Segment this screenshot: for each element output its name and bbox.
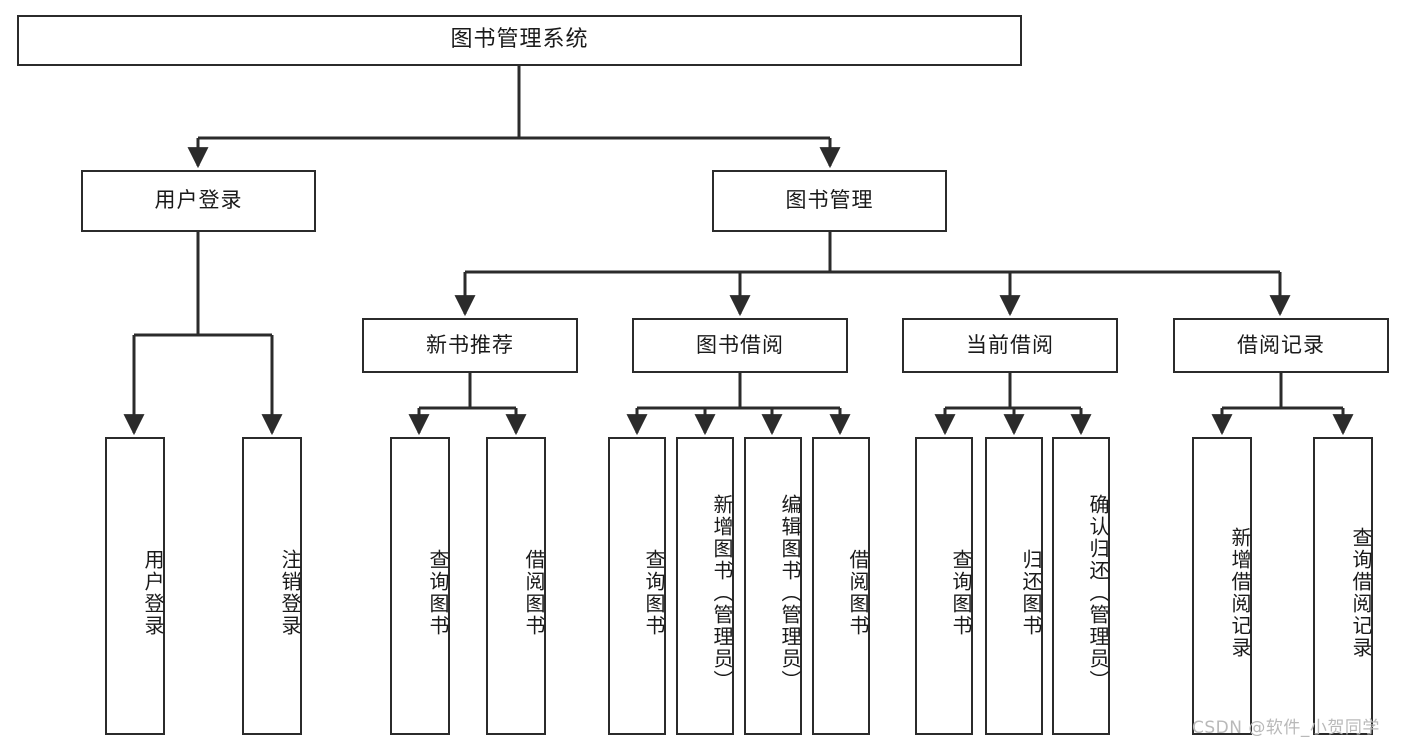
node-current-borrowing-label: 当前借阅 bbox=[966, 332, 1054, 357]
leaf-return-book-label: 归还图书 bbox=[1019, 549, 1043, 637]
leaf-rec-query-book-label: 查询图书 bbox=[426, 549, 450, 637]
leaf-add-borrow-record[interactable]: 新增借阅记录 bbox=[1192, 437, 1252, 735]
leaf-rec-borrow-book[interactable]: 借阅图书 bbox=[486, 437, 546, 735]
leaf-query-borrow-record-label: 查询借阅记录 bbox=[1349, 527, 1373, 659]
leaf-borrow-query-book-label: 查询图书 bbox=[642, 549, 666, 637]
node-book-borrowing-label: 图书借阅 bbox=[696, 332, 784, 357]
leaf-current-query-book[interactable]: 查询图书 bbox=[915, 437, 973, 735]
leaf-add-borrow-record-label: 新增借阅记录 bbox=[1228, 527, 1252, 659]
leaf-return-book[interactable]: 归还图书 bbox=[985, 437, 1043, 735]
node-book-management[interactable]: 图书管理 bbox=[712, 170, 947, 232]
leaf-borrow-book[interactable]: 借阅图书 bbox=[812, 437, 870, 735]
watermark-text: CSDN @软件_小贺同学 bbox=[1192, 718, 1380, 738]
leaf-logout-label: 注销登录 bbox=[278, 549, 302, 637]
node-borrow-records[interactable]: 借阅记录 bbox=[1173, 318, 1389, 373]
leaf-borrow-book-label: 借阅图书 bbox=[846, 549, 870, 637]
node-new-book-recommendation-label: 新书推荐 bbox=[426, 332, 514, 357]
node-root-label: 图书管理系统 bbox=[450, 27, 589, 53]
leaf-rec-borrow-book-label: 借阅图书 bbox=[522, 549, 546, 637]
leaf-confirm-return-admin-label: 确认归还（管理员） bbox=[1086, 494, 1110, 692]
leaf-current-query-book-label: 查询图书 bbox=[949, 549, 973, 637]
leaf-edit-book-admin[interactable]: 编辑图书（管理员） bbox=[744, 437, 802, 735]
leaf-confirm-return-admin[interactable]: 确认归还（管理员） bbox=[1052, 437, 1110, 735]
node-user-login[interactable]: 用户登录 bbox=[81, 170, 316, 232]
node-root-book-management-system[interactable]: 图书管理系统 bbox=[17, 15, 1022, 66]
node-new-book-recommendation[interactable]: 新书推荐 bbox=[362, 318, 578, 373]
node-book-borrowing[interactable]: 图书借阅 bbox=[632, 318, 848, 373]
leaf-user-login[interactable]: 用户登录 bbox=[105, 437, 165, 735]
leaf-query-borrow-record[interactable]: 查询借阅记录 bbox=[1313, 437, 1373, 735]
leaf-logout[interactable]: 注销登录 bbox=[242, 437, 302, 735]
node-book-management-label: 图书管理 bbox=[785, 188, 874, 213]
leaf-edit-book-admin-label: 编辑图书（管理员） bbox=[778, 494, 802, 692]
node-current-borrowing[interactable]: 当前借阅 bbox=[902, 318, 1118, 373]
leaf-add-book-admin[interactable]: 新增图书（管理员） bbox=[676, 437, 734, 735]
leaf-user-login-label: 用户登录 bbox=[141, 549, 165, 637]
node-user-login-label: 用户登录 bbox=[154, 188, 243, 213]
leaf-rec-query-book[interactable]: 查询图书 bbox=[390, 437, 450, 735]
node-borrow-records-label: 借阅记录 bbox=[1237, 332, 1325, 357]
leaf-borrow-query-book[interactable]: 查询图书 bbox=[608, 437, 666, 735]
leaf-add-book-admin-label: 新增图书（管理员） bbox=[710, 494, 734, 692]
